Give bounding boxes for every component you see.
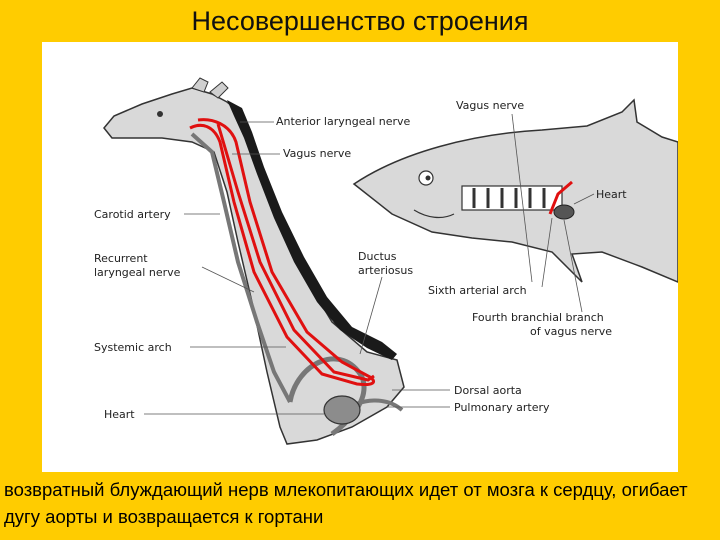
shark-gill-arches <box>461 185 563 211</box>
leader-lines <box>144 113 595 415</box>
giraffe-heart <box>323 395 361 425</box>
vagus-nerve-highlight <box>216 123 375 382</box>
label-vagus-nerve-giraffe: Vagus nerve <box>283 147 351 160</box>
label-carotid-artery: Carotid artery <box>94 208 171 221</box>
label-heart-giraffe: Heart <box>104 408 135 421</box>
shark-drawing <box>352 98 678 283</box>
label-fourth-branchial-branch-2: of vagus nerve <box>530 325 612 338</box>
label-pulmonary-artery: Pulmonary artery <box>454 401 550 414</box>
label-sixth-arterial-arch: Sixth arterial arch <box>428 284 527 297</box>
label-recurrent-laryngeal-nerve-1: Recurrent <box>94 252 148 265</box>
label-systemic-arch: Systemic arch <box>94 341 172 354</box>
shark-nerve-highlight <box>548 180 573 215</box>
slide-title: Несовершенство строения <box>191 6 529 36</box>
shark-mouth <box>413 209 455 219</box>
giraffe-ear <box>191 77 209 93</box>
giraffe-ossicone <box>209 81 229 99</box>
label-recurrent-laryngeal-nerve-2: laryngeal nerve <box>94 266 181 279</box>
giraffe-eye <box>157 111 163 117</box>
label-dorsal-aorta: Dorsal aorta <box>454 384 522 397</box>
label-vagus-nerve-shark: Vagus nerve <box>456 99 524 112</box>
label-heart-shark: Heart <box>596 188 627 201</box>
label-anterior-laryngeal-nerve: Anterior laryngeal nerve <box>276 115 411 128</box>
giraffe-drawing <box>103 77 405 445</box>
shark-pupil <box>425 175 431 181</box>
recurrent-nerve-highlight <box>189 118 375 386</box>
slide-caption: возвратный блуждающий нерв млекопитающих… <box>4 479 688 527</box>
shark-heart <box>553 204 575 220</box>
giraffe-mane <box>227 100 397 360</box>
label-ductus-arteriosus-1: Ductus <box>358 250 397 263</box>
giraffe-carotid-artery <box>190 132 292 403</box>
anatomy-diagram: Anterior laryngeal nerve Vagus nerve Car… <box>94 77 678 445</box>
label-ductus-arteriosus-2: arteriosus <box>358 264 413 277</box>
label-fourth-branchial-branch-1: Fourth branchial branch <box>472 311 604 324</box>
anatomy-figure: Anterior laryngeal nerve Vagus nerve Car… <box>42 42 678 472</box>
